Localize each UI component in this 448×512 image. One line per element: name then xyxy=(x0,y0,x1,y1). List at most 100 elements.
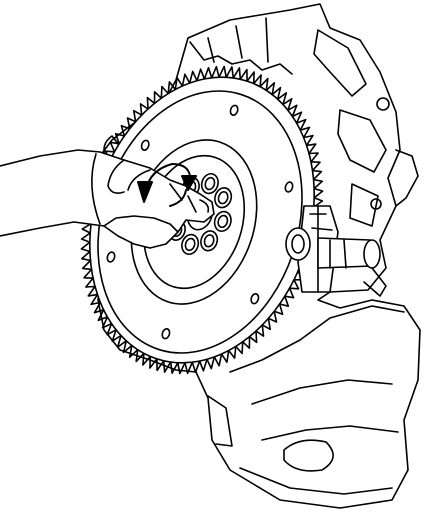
ring-gear-tooth xyxy=(241,335,251,349)
ring-gear-tooth xyxy=(135,348,145,363)
ring-gear-tooth xyxy=(142,352,152,366)
ring-gear-tooth xyxy=(153,91,163,105)
ring-gear-tooth xyxy=(198,358,208,372)
ring-gear-tooth xyxy=(252,74,262,88)
tool-knob-inner xyxy=(291,234,305,254)
rotation-arrowhead-left xyxy=(137,181,153,203)
oil-pan-boss xyxy=(283,439,334,472)
ring-gear-tooth xyxy=(210,65,220,79)
ring-gear-tooth xyxy=(255,324,265,337)
ring-gear-tooth xyxy=(160,85,169,99)
ring-gear-tooth xyxy=(220,349,230,363)
ring-gear-tooth xyxy=(146,96,156,110)
ring-gear-tooth xyxy=(273,303,284,316)
ring-gear-tooth xyxy=(81,259,93,271)
ring-gear-tooth xyxy=(271,86,282,100)
tool-knob xyxy=(285,227,311,261)
ring-gear-tooth xyxy=(80,241,91,253)
ring-gear-tooth xyxy=(225,66,235,79)
ring-gear-tooth xyxy=(191,360,201,374)
ring-gear-tooth xyxy=(313,196,324,208)
ring-gear-tooth xyxy=(90,293,102,306)
oil-pan-lower xyxy=(239,467,393,495)
ring-gear-tooth xyxy=(278,295,290,307)
ring-gear-tooth xyxy=(218,65,227,79)
ring-gear-tooth xyxy=(114,133,126,145)
ring-gear-tooth xyxy=(174,77,184,91)
crankshaft-bolt xyxy=(213,210,232,233)
rotation-arrow-lower xyxy=(169,189,187,207)
ring-gear-tooth xyxy=(122,340,133,354)
flywheel-mounting-hole xyxy=(284,181,294,193)
oil-pan-flange xyxy=(229,305,405,373)
ring-gear-tooth xyxy=(149,355,158,369)
hand-knuckle-1 xyxy=(107,159,125,194)
block-boss-2 xyxy=(370,198,382,210)
ring-gear-tooth xyxy=(87,285,99,297)
ring-gear-tooth xyxy=(232,67,242,81)
hand-finger-crease xyxy=(169,183,197,213)
ring-gear-tooth xyxy=(299,126,311,139)
oil-pan-rib-1 xyxy=(251,379,393,405)
rotation-arrow-upper xyxy=(145,163,191,191)
ring-gear-tooth xyxy=(265,82,276,96)
block-right-pocket-3 xyxy=(349,183,379,227)
ring-gear-tooth xyxy=(261,317,271,331)
ring-gear-tooth xyxy=(284,287,295,299)
flywheel-mounting-hole xyxy=(229,104,239,116)
crankshaft-bolt xyxy=(200,230,219,252)
flywheel-mounting-hole xyxy=(106,251,116,263)
hand-knuckle-2 xyxy=(127,169,151,191)
flywheel-mounting-hole xyxy=(161,328,171,340)
ring-gear-tooth xyxy=(203,66,213,80)
ring-gear-tooth xyxy=(295,118,307,131)
ring-gear-tooth xyxy=(308,152,319,163)
flywheel-holes xyxy=(106,104,294,340)
ring-gear-tooth xyxy=(313,187,324,199)
block-right-pocket-1 xyxy=(313,29,367,97)
ring-gear-tooth xyxy=(288,279,300,290)
hand xyxy=(0,149,215,249)
ring-gear-tooth xyxy=(305,143,317,155)
ring-gear-tooth xyxy=(259,77,269,92)
crankshaft-bolt xyxy=(181,233,200,256)
ring-gear-tooth xyxy=(282,98,293,111)
ring-gear-tooth xyxy=(169,361,179,374)
ring-gear-tooth xyxy=(184,361,194,375)
block-right-edge-detail xyxy=(395,149,419,207)
ring-gear-tooth xyxy=(276,92,288,106)
crankshaft-bolt xyxy=(200,172,219,195)
crankshaft-bolts xyxy=(167,172,233,256)
ring-gear-tooth xyxy=(116,334,128,348)
flywheel-mounting-hole xyxy=(250,293,260,305)
ring-gear-tooth xyxy=(246,71,255,85)
ring-gear-tooth xyxy=(97,309,109,322)
ring-gear-tooth xyxy=(120,124,131,137)
hand-finger-nail xyxy=(199,199,210,213)
ring-gear-tooth xyxy=(235,341,244,355)
ring-gear-tooth xyxy=(181,73,191,87)
rotation-arrow xyxy=(137,163,197,207)
ring-gear-tooth xyxy=(81,250,92,262)
ring-gear-tooth xyxy=(101,316,113,329)
ring-gear-tooth xyxy=(111,329,122,342)
ring-gear-tooth xyxy=(93,301,105,314)
block-upper-rib xyxy=(207,17,269,63)
hand-wrist-line xyxy=(91,153,101,225)
ring-gear-tooth xyxy=(291,111,303,124)
ring-gear-tooth xyxy=(310,161,321,172)
ring-gear-tooth xyxy=(248,330,258,344)
ring-gear-tooth xyxy=(287,104,298,118)
ring-gear-tooth xyxy=(109,141,120,153)
ring-gear-tooth xyxy=(239,68,248,82)
ring-gear-tooth xyxy=(196,68,206,82)
ring-gear-tooth xyxy=(213,353,223,367)
ring-gear-tooth xyxy=(177,361,186,375)
ring-gear-tooth xyxy=(267,310,278,323)
ring-gear-tooth xyxy=(126,117,137,130)
tool-arm xyxy=(363,267,387,297)
ring-gear-tooth xyxy=(85,277,96,288)
ring-gear-tooth xyxy=(302,134,314,147)
